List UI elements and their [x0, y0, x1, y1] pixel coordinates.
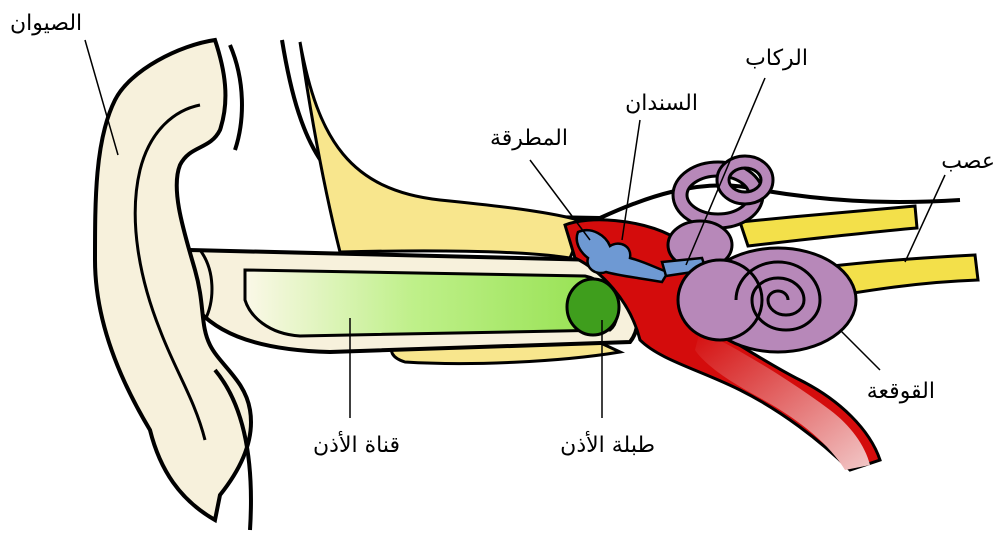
- label-hammer: المطرقة: [490, 126, 568, 151]
- leader-cochlea: [840, 330, 880, 370]
- cochlea: [678, 248, 856, 352]
- label-nerve: عصب: [941, 149, 995, 174]
- label-stirrup: الركاب: [745, 46, 808, 71]
- label-ear-canal: قناة الأذن: [313, 431, 400, 458]
- label-eardrum: طبلة الأذن: [560, 431, 655, 458]
- ear-canal: [245, 270, 617, 336]
- nerve-upper: [740, 206, 917, 246]
- label-pinna: الصيوان: [10, 11, 82, 36]
- label-anvil: السندان: [625, 91, 698, 116]
- label-cochlea: القوقعة: [867, 379, 935, 404]
